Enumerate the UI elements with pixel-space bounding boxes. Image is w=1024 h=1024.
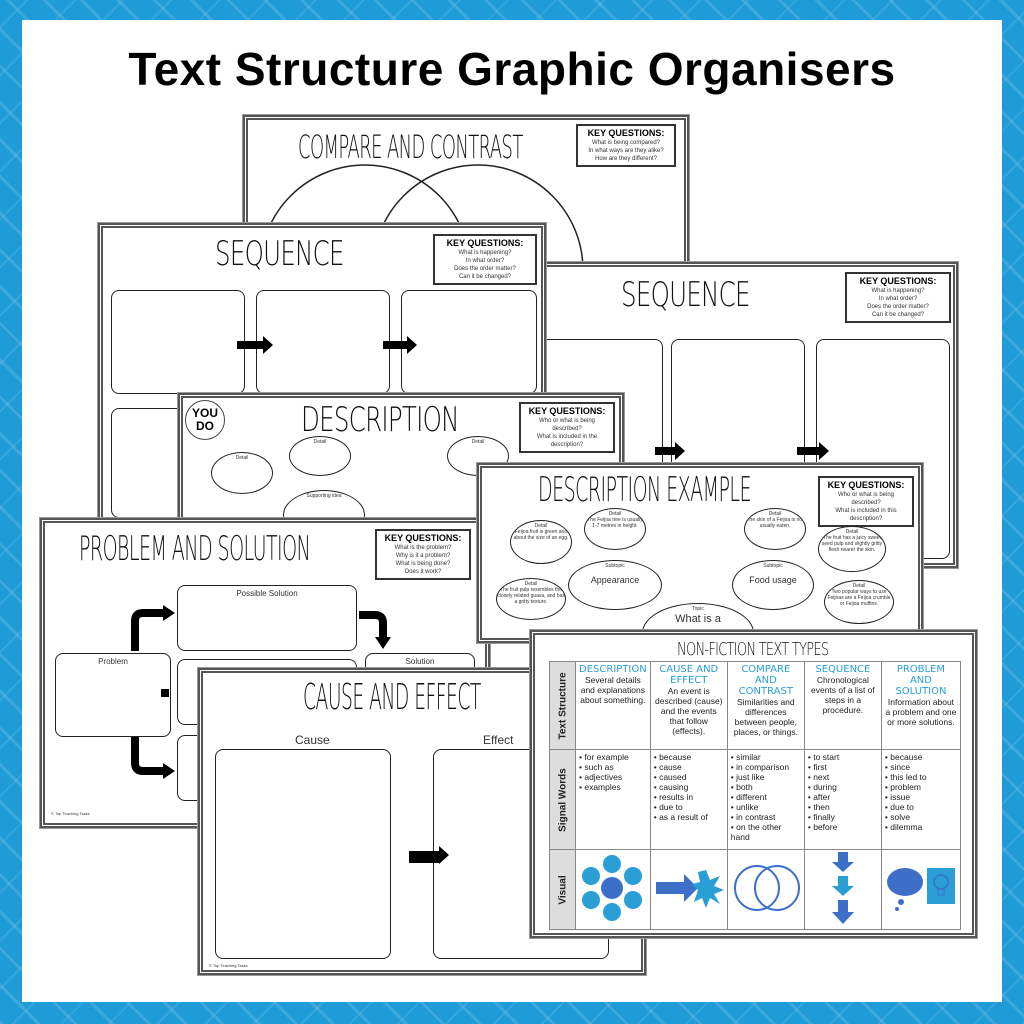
signal-word: due to xyxy=(654,802,724,812)
signal-word: since xyxy=(885,762,957,772)
key-questions: KEY QUESTIONS:What is happening?In what … xyxy=(433,234,537,285)
key-questions: KEY QUESTIONS:What is being compared?In … xyxy=(576,124,676,167)
signal-words: becausecausecausedcausingresults indue t… xyxy=(654,752,724,822)
signal-word: because xyxy=(654,752,724,762)
venn-icon xyxy=(733,865,800,911)
signal-word: cause xyxy=(654,762,724,772)
signal-word: in comparison xyxy=(731,762,801,772)
arrow-icon xyxy=(237,336,273,354)
signal-word: just like xyxy=(731,772,801,782)
sheet-title: SEQUENCE xyxy=(215,234,344,274)
signal-word: before xyxy=(808,822,878,832)
step-box xyxy=(401,290,537,394)
copyright-footer: © Top Teaching Tasks xyxy=(209,963,248,968)
bubble-map-icon xyxy=(582,855,642,921)
arrow-icon xyxy=(655,442,685,460)
signal-word: examples xyxy=(579,782,647,792)
sheet-title: COMPARE AND CONTRAST xyxy=(298,128,523,166)
signal-word: then xyxy=(808,802,878,812)
signal-word: first xyxy=(808,762,878,772)
arrow-icon xyxy=(797,442,829,460)
signal-word: dilemma xyxy=(885,822,957,832)
signal-word: unlike xyxy=(731,802,801,812)
sheet-title: CAUSE AND EFFECT xyxy=(303,677,481,718)
possible-solution-box: Possible Solution xyxy=(177,585,357,651)
cause-label: Cause xyxy=(295,733,330,747)
flow-arrows xyxy=(131,605,391,779)
signal-word: solve xyxy=(885,812,957,822)
non-fiction-text-types-sheet: NON-FICTION TEXT TYPES Text Structure DE… xyxy=(530,630,977,938)
signal-word: this led to xyxy=(885,772,957,782)
signal-word: as a result of xyxy=(654,812,724,822)
signal-word: both xyxy=(731,782,801,792)
effect-label: Effect xyxy=(483,733,514,747)
signal-word: in contrast xyxy=(731,812,801,822)
signal-word: such as xyxy=(579,762,647,772)
cause-effect-icon xyxy=(655,870,724,908)
signal-word: finally xyxy=(808,812,878,822)
signal-word: different xyxy=(731,792,801,802)
sequence-arrows-icon xyxy=(831,852,854,924)
sheet-title: DESCRIPTION xyxy=(301,400,460,440)
you-do-badge: YOU DO xyxy=(185,400,225,440)
signal-word: on the other hand xyxy=(731,822,801,842)
signal-word: to start xyxy=(808,752,878,762)
signal-word: because xyxy=(885,752,957,762)
arrow-icon xyxy=(409,846,449,864)
sheet-title: SEQUENCE xyxy=(621,275,750,315)
page-title: Text Structure Graphic Organisers xyxy=(128,43,896,95)
signal-words: becausesincethis led toproblemissuedue t… xyxy=(885,752,957,832)
signal-word: after xyxy=(808,792,878,802)
sheet-title: PROBLEM AND SOLUTION xyxy=(79,529,311,569)
signal-words: to startfirstnextduringafterthenfinallyb… xyxy=(808,752,878,832)
table-row: Visual xyxy=(549,849,962,930)
signal-word: similar xyxy=(731,752,801,762)
table-row: Signal Words for examplesuch asadjective… xyxy=(549,749,962,850)
key-questions: KEY QUESTIONS:Who or what is being descr… xyxy=(519,402,615,453)
signal-word: issue xyxy=(885,792,957,802)
key-questions: KEY QUESTIONS:What is happening?In what … xyxy=(845,272,951,323)
signal-word: caused xyxy=(654,772,724,782)
key-questions: KEY QUESTIONS:Who or what is being descr… xyxy=(818,476,914,527)
signal-word: for example xyxy=(579,752,647,762)
signal-word: due to xyxy=(885,802,957,812)
signal-word: causing xyxy=(654,782,724,792)
signal-word: during xyxy=(808,782,878,792)
sheet-title: NON-FICTION TEXT TYPES xyxy=(677,639,829,660)
arrow-icon xyxy=(383,336,417,354)
signal-words: similarin comparisonjust likebothdiffere… xyxy=(731,752,801,842)
signal-words: for examplesuch asadjectivesexamples xyxy=(579,752,647,792)
detail-oval: Detail xyxy=(289,436,351,476)
step-box xyxy=(256,290,390,394)
signal-word: problem xyxy=(885,782,957,792)
description-example-sheet: DESCRIPTION EXAMPLE KEY QUESTIONS:Who or… xyxy=(477,463,923,663)
copyright-footer: © Top Teaching Tasks xyxy=(51,811,90,816)
thought-lightbulb-icon xyxy=(886,868,955,911)
signal-word: next xyxy=(808,772,878,782)
signal-word: adjectives xyxy=(579,772,647,782)
step-box xyxy=(111,290,245,394)
detail-oval: Detail xyxy=(211,452,273,494)
signal-word: results in xyxy=(654,792,724,802)
key-questions: KEY QUESTIONS:What is the problem?Why is… xyxy=(375,529,471,580)
cause-box xyxy=(215,749,391,959)
sheet-title: DESCRIPTION EXAMPLE xyxy=(538,470,751,510)
problem-box: Problem xyxy=(55,653,171,737)
